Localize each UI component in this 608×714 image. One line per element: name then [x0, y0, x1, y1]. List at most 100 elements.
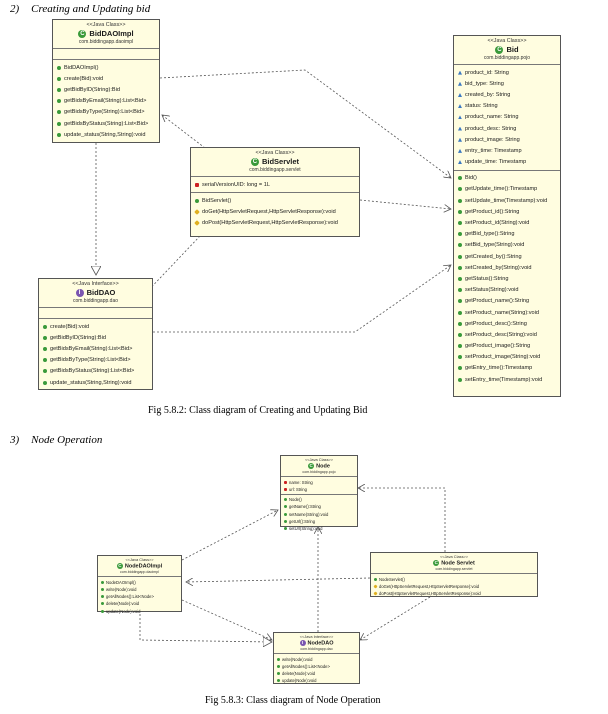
public-method-icon: [43, 380, 47, 385]
section-heading-node-operation: 3)Node Operation: [10, 434, 103, 446]
field-row: status: String: [454, 101, 560, 112]
interface-icon: I: [75, 289, 84, 298]
field-row: serialVersionUID: long = 1L: [191, 179, 359, 190]
class-icon: C: [78, 30, 87, 39]
public-constructor-icon: [195, 198, 199, 203]
method-row: setProduct_image(String):void: [454, 352, 560, 363]
public-method-icon: [458, 332, 462, 337]
interface-icon: I: [299, 640, 306, 646]
public-method-icon: [458, 265, 462, 270]
class-icon: C: [116, 563, 123, 569]
public-method-icon: [57, 87, 61, 92]
method-row: getBidsByStatus(String):List<Bid>: [53, 118, 159, 129]
methods-section: BidDAOImpl() create(Bid):void getBidByID…: [53, 60, 159, 142]
dependency-nodeimpl-to-node: [181, 510, 278, 561]
method-row: getAllNodes():List<Node>: [98, 593, 181, 600]
field-row: product_image: String: [454, 134, 560, 145]
fields-section: serialVersionUID: long = 1L: [191, 177, 359, 194]
package-field-icon: [458, 148, 462, 153]
method-row: getBidsByType(String):List<Bid>: [53, 107, 159, 118]
public-method-icon: [458, 276, 462, 281]
method-row: create(Bid):void: [53, 73, 159, 84]
dependency-dao-to-bid: [153, 265, 451, 333]
package-field-icon: [458, 70, 462, 75]
method-row: getProduct_name():String: [454, 296, 560, 307]
method-row: setProduct_name(String):void: [454, 307, 560, 318]
method-row: doPost(HttpServletRequest,HttpServletRes…: [191, 218, 359, 229]
field-row: product_id: String: [454, 67, 560, 78]
figure-caption-node: Fig 5.8.3: Class diagram of Node Operati…: [205, 695, 381, 706]
public-method-icon: [43, 335, 47, 340]
method-row: getBidByID(String):Bid: [53, 84, 159, 95]
field-row: product_desc: String: [454, 123, 560, 134]
method-row: delete(Node):void: [274, 670, 359, 677]
method-row: getBidsByStatus(String):List<Bid>: [39, 366, 152, 377]
method-row: getBidsByType(String):List<Bid>: [39, 355, 152, 366]
method-row: setProduct_id(String):void: [454, 217, 560, 228]
method-row: setCreated_by(String):void: [454, 262, 560, 273]
field-row: product_name: String: [454, 112, 560, 123]
public-constructor-icon: [458, 176, 462, 181]
public-method-icon: [57, 132, 61, 137]
package-field-icon: [458, 81, 462, 86]
method-row: NodeServlet(): [371, 575, 537, 582]
public-method-icon: [458, 254, 462, 259]
method-row: write(Node):void: [98, 586, 181, 593]
method-row: getBidsByEmail(String):List<Bid>: [39, 343, 152, 354]
public-constructor-icon: [284, 498, 287, 502]
public-method-icon: [458, 243, 462, 248]
private-static-field-icon: [195, 182, 199, 187]
class-icon: C: [495, 46, 504, 55]
class-icon: C: [433, 560, 440, 566]
method-row: getProduct_desc():String: [454, 318, 560, 329]
public-method-icon: [277, 657, 280, 661]
method-row: update_status(String,String):void: [39, 377, 152, 388]
field-row: name: String: [281, 478, 357, 485]
dependency-servlet-to-nodeimpl: [186, 577, 371, 582]
method-row: getBidsByEmail(String):List<Bid>: [53, 96, 159, 107]
public-method-icon: [101, 609, 104, 613]
package-field-icon: [458, 126, 462, 131]
public-method-icon: [57, 99, 61, 104]
public-method-icon: [57, 76, 61, 81]
method-row: write(Node):void: [274, 655, 359, 662]
class-icon: C: [308, 463, 315, 469]
public-method-icon: [57, 110, 61, 115]
field-row: bid_type: String: [454, 78, 560, 89]
method-row: getUpdate_time():Timestamp: [454, 184, 560, 195]
fields-section: [39, 308, 152, 320]
method-row: getProduct_id():String: [454, 206, 560, 217]
public-method-icon: [43, 369, 47, 374]
public-method-icon: [458, 344, 462, 349]
package-field-icon: [458, 137, 462, 142]
method-row: getCreated_by():String: [454, 251, 560, 262]
public-method-icon: [458, 310, 462, 315]
public-method-icon: [458, 232, 462, 237]
public-method-icon: [458, 221, 462, 226]
figure-caption-bid: Fig 5.8.2: Class diagram of Creating and…: [148, 405, 368, 416]
package-field-icon: [458, 92, 462, 97]
public-constructor-icon: [374, 577, 377, 581]
method-row: update(Node):void: [274, 677, 359, 684]
public-method-icon: [458, 198, 462, 203]
public-method-icon: [284, 505, 287, 509]
field-row: update_time: Timestamp: [454, 157, 560, 168]
protected-method-icon: [373, 591, 378, 596]
public-method-icon: [284, 520, 287, 524]
public-method-icon: [458, 366, 462, 371]
method-row: getStatus():String: [454, 273, 560, 284]
public-method-icon: [43, 358, 47, 363]
public-method-icon: [284, 527, 287, 531]
method-row: getBid_type():String: [454, 229, 560, 240]
public-constructor-icon: [57, 65, 61, 70]
methods-section: Node() getName():String setName(String):…: [281, 495, 357, 533]
method-row: getProduct_image():String: [454, 341, 560, 352]
